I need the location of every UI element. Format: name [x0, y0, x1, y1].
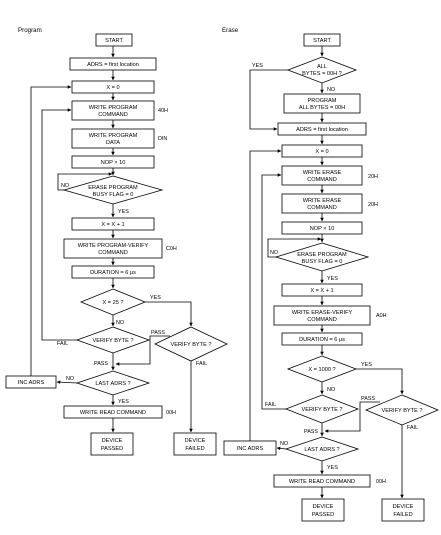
p-vb1-pass-label: PASS	[94, 361, 108, 367]
e-wrc-label: WRITE READ COMMAND	[289, 479, 355, 485]
e-pac-label-2: ALL BYTES = 00H	[299, 105, 345, 111]
e-wec1-label-1: WRITE ERASE	[303, 170, 342, 176]
e-wec2-label-1: WRITE ERASE	[303, 198, 342, 204]
e-wec1-side-label: 20H	[368, 174, 378, 180]
e-all-label-2: BYTES = 00H ?	[302, 71, 342, 77]
p-x25-label: X = 25 ?	[103, 300, 124, 306]
p-wpc-label-1: WRITE PROGRAM	[89, 105, 138, 111]
e-all-no-label: NO	[327, 87, 335, 93]
p-wpd-label-1: WRITE PROGRAM	[89, 133, 138, 139]
e-vb1-label: VERIFY BYTE ?	[302, 407, 343, 413]
p-start-box	[95, 33, 133, 47]
erase-flowchart	[223, 33, 440, 522]
e-wec1-label-2: COMMAND	[307, 177, 337, 183]
e-vb1-fail-label: FAIL	[265, 402, 276, 408]
e-last-no-label: NO	[280, 441, 288, 447]
p-wpv-side-label: C0H	[166, 246, 177, 252]
p-device-passed-box	[90, 432, 134, 456]
p-busy-label-1: ERASE PROGRAM	[88, 185, 138, 191]
e-all-bytes-diamond	[286, 56, 358, 84]
program-labels: START ADRS = first location X = 0 WRITE …	[18, 38, 212, 452]
e-last-adrs-label: LAST ADRS ?	[304, 447, 339, 453]
p-last-yes-label: YES	[118, 399, 129, 405]
p-wpd-side-label: DIN	[158, 136, 167, 142]
e-busy-no-label: NO	[270, 250, 278, 256]
erase-section-title: Erase	[222, 27, 239, 34]
p-vb1-fail-label: FAIL	[57, 341, 68, 347]
p-adrs-label: ADRS = first location	[87, 62, 139, 68]
e-wev-side-label: A0H	[376, 313, 387, 319]
e-device-passed-box	[301, 498, 345, 522]
e-passed-label-1: DEVICE	[313, 504, 334, 510]
p-busy-yes-label: YES	[118, 209, 129, 215]
p-last-adrs-label: LAST ADRS ?	[95, 381, 130, 387]
p-wpv-label-2: COMMAND	[98, 250, 128, 256]
p-start-label: START	[105, 38, 123, 44]
e-wec2-side-label: 20H	[368, 202, 378, 208]
e-failed-label-1: DEVICE	[393, 504, 414, 510]
p-vb2-fail-label: FAIL	[196, 361, 207, 367]
e-wev-label-2: COMMAND	[307, 317, 337, 323]
p-passed-label-1: DEVICE	[102, 438, 123, 444]
e-busy-label-1: ERASE PROGRAM	[297, 252, 347, 258]
e-vb2-fail-label: FAIL	[407, 425, 418, 431]
p-inc-adrs-label: INC ADRS	[18, 380, 45, 386]
e-pac-label-1: PROGRAM	[308, 98, 337, 104]
e-wrc-side-label: 00H	[376, 479, 386, 485]
p-vb1-label: VERIFY BYTE ?	[93, 338, 134, 344]
e-start-label: START	[313, 38, 331, 44]
e-x1000-yes-label: YES	[361, 362, 372, 368]
p-x0-label: X = 0	[106, 85, 119, 91]
e-passed-label-2: PASSED	[312, 512, 334, 518]
e-nop-label: NOP × 10	[310, 226, 335, 232]
e-x0-label: X = 0	[315, 149, 328, 155]
e-wev-label-1: WRITE ERASE-VERIFY	[292, 310, 353, 316]
e-all-label-1: ALL	[317, 64, 327, 70]
p-busy-no-label: NO	[61, 183, 69, 189]
e-duration-label: DURATION = 6 μs	[299, 337, 345, 343]
p-wrc-label: WRITE READ COMMAND	[80, 410, 146, 416]
e-vb2-label: VERIFY BYTE ?	[382, 408, 423, 414]
e-xinc-label: X = X + 1	[310, 288, 333, 294]
erase-labels: START ALL BYTES = 00H ? YES NO PROGRAM A…	[237, 38, 423, 518]
e-vb2-pass-label: PASS	[361, 396, 375, 402]
e-all-yes-label: YES	[252, 63, 263, 69]
p-last-no-label: NO	[66, 376, 74, 382]
p-failed-label-2: FAILED	[185, 446, 204, 452]
e-adrs-label: ADRS = first location	[296, 127, 348, 133]
program-section-title: Program	[18, 27, 42, 34]
p-wpc-side-label: 40H	[158, 108, 168, 114]
program-flowchart	[5, 33, 228, 456]
e-last-yes-label: YES	[327, 465, 338, 471]
e-x1000-no-label: NO	[327, 387, 335, 393]
p-device-failed-box	[173, 432, 217, 456]
p-x25-yes-label: YES	[150, 295, 161, 301]
p-xinc-label: X = X + 1	[101, 222, 124, 228]
p-vb2-label: VERIFY BYTE ?	[171, 342, 212, 348]
e-failed-label-2: FAILED	[393, 512, 412, 518]
p-wpv-label-1: WRITE PROGRAM-VERIFY	[78, 243, 149, 249]
e-wec2-label-2: COMMAND	[307, 205, 337, 211]
p-failed-label-1: DEVICE	[185, 438, 206, 444]
p-busy-label-2: BUSY FLAG = 0	[93, 192, 134, 198]
p-x25-no-label: NO	[116, 320, 124, 326]
p-duration-label: DURATION = 6 μs	[90, 270, 136, 276]
p-wpc-label-2: COMMAND	[98, 112, 128, 118]
e-busy-yes-label: YES	[327, 276, 338, 282]
p-passed-label-2: PASSED	[101, 446, 123, 452]
e-inc-adrs-label: INC ADRS	[237, 446, 264, 452]
e-x1000-label: X = 1000 ?	[308, 367, 335, 373]
p-vb2-pass-label: PASS	[151, 330, 165, 336]
p-wrc-side-label: 00H	[166, 410, 176, 416]
e-device-failed-box	[381, 498, 425, 522]
p-wpd-label-2: DATA	[106, 140, 120, 146]
p-nop-label: NOP × 10	[101, 160, 126, 166]
e-vb1-pass-label: PASS	[304, 429, 318, 435]
e-busy-label-2: BUSY FLAG = 0	[302, 259, 343, 265]
